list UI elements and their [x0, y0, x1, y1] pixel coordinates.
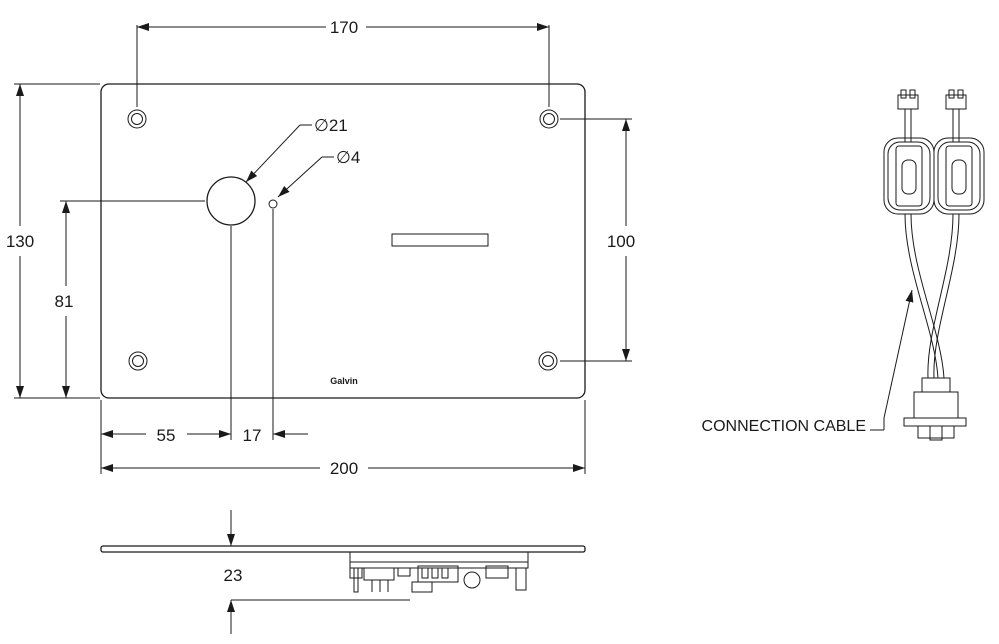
dimension-23: 23	[224, 510, 410, 634]
dimension-100: 100	[560, 118, 635, 362]
mounting-hole-bottom-left	[128, 351, 148, 371]
large-hole	[206, 176, 256, 226]
small-hole	[268, 199, 278, 209]
side-plate	[100, 545, 586, 553]
dimension-diameter-4: ∅4	[277, 148, 360, 198]
mounting-hole-top-left	[127, 109, 147, 129]
dim-label-130: 130	[6, 232, 34, 251]
mounting-hole-bottom-right	[538, 351, 558, 371]
plate-outline	[100, 83, 586, 399]
dim-label-81: 81	[55, 292, 74, 311]
side-view	[100, 545, 586, 593]
dim-label-55: 55	[157, 426, 176, 445]
dimension-130: 130	[6, 83, 100, 399]
dim-label-23: 23	[224, 566, 243, 585]
slot	[391, 233, 489, 247]
dim-label-17: 17	[243, 426, 262, 445]
dim-label-170: 170	[330, 18, 358, 37]
front-view: Galvin	[100, 83, 586, 399]
connection-cable-callout: CONNECTION CABLE	[702, 289, 914, 435]
dimension-81: 81	[55, 200, 205, 398]
connection-cable-label: CONNECTION CABLE	[702, 418, 866, 435]
dimension-200: 200	[101, 400, 586, 478]
dim-label-200: 200	[330, 459, 358, 478]
dimension-diameter-21: ∅21	[245, 116, 348, 183]
dim-label-diameter-4: ∅4	[336, 148, 360, 167]
dimension-170: 170	[136, 18, 550, 107]
brand-label: Galvin	[330, 376, 358, 386]
dimension-55-17: 55 17	[100, 209, 308, 474]
dim-label-100: 100	[607, 232, 635, 251]
dim-label-diameter-21: ∅21	[314, 116, 348, 135]
connection-cable	[883, 89, 985, 441]
mounting-hole-top-right	[539, 109, 559, 129]
